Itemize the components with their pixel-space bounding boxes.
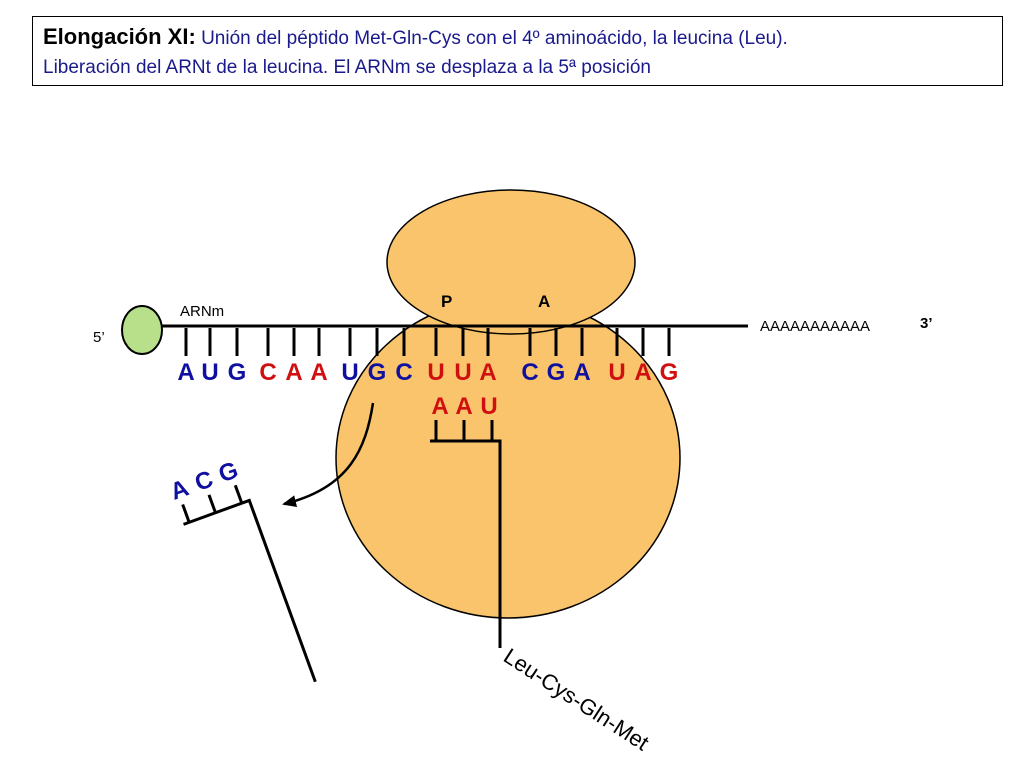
title-line-1-text: Unión del péptido Met-Gln-Cys con el 4º … xyxy=(195,28,788,49)
poly-a-tail: AAAAAAAAAAA xyxy=(760,318,870,335)
bound-trna-body xyxy=(430,439,502,648)
codon-base: A xyxy=(634,359,651,386)
title-box: Elongación XI: Unión del péptido Met-Gln… xyxy=(32,16,1003,86)
codon-base: U xyxy=(454,359,471,386)
codon-base: U xyxy=(608,359,625,386)
codon-base: A xyxy=(573,359,590,386)
codon-base: G xyxy=(547,359,566,386)
title-heading: Elongación XI: xyxy=(43,24,196,49)
codon-base: G xyxy=(368,359,387,386)
anticodon-base: A xyxy=(455,393,472,420)
codon-base: A xyxy=(310,359,327,386)
ribosome-small-subunit xyxy=(386,189,636,335)
title-line-1: Elongación XI: Unión del péptido Met-Gln… xyxy=(43,26,788,50)
title-line-2: Liberación del ARNt de la leucina. El AR… xyxy=(43,57,651,78)
anticodon-base: C xyxy=(191,466,217,497)
codon-base: A xyxy=(479,359,496,386)
released-trna: ACG xyxy=(167,456,317,683)
codon-base: C xyxy=(259,359,276,386)
released-trna-body xyxy=(183,498,317,683)
three-prime-label: 3’ xyxy=(920,315,933,332)
ribosome-large-subunit xyxy=(335,297,681,619)
codon-base: G xyxy=(228,359,247,386)
codon-base: C xyxy=(395,359,412,386)
five-prime-label: 5’ xyxy=(93,329,105,346)
anticodon-base: U xyxy=(480,393,497,420)
codon-base: G xyxy=(660,359,679,386)
codon-base: U xyxy=(341,359,358,386)
anticodon-base: A xyxy=(431,393,448,420)
release-arrow xyxy=(282,402,375,507)
p-site-label: P xyxy=(441,292,452,311)
codon-base: A xyxy=(285,359,302,386)
five-prime-cap xyxy=(121,305,163,355)
codon-base: A xyxy=(177,359,194,386)
codon-base: C xyxy=(521,359,538,386)
anticodon-base: G xyxy=(215,456,242,488)
released-anticodon: ACG xyxy=(167,456,242,505)
codon-base: U xyxy=(201,359,218,386)
a-site-label: A xyxy=(538,292,550,311)
codon-base: U xyxy=(427,359,444,386)
mrna-label: ARNm xyxy=(180,303,224,320)
peptide-chain-label: Leu-Cys-Gln-Met xyxy=(499,643,653,755)
anticodon-base: A xyxy=(167,474,193,505)
